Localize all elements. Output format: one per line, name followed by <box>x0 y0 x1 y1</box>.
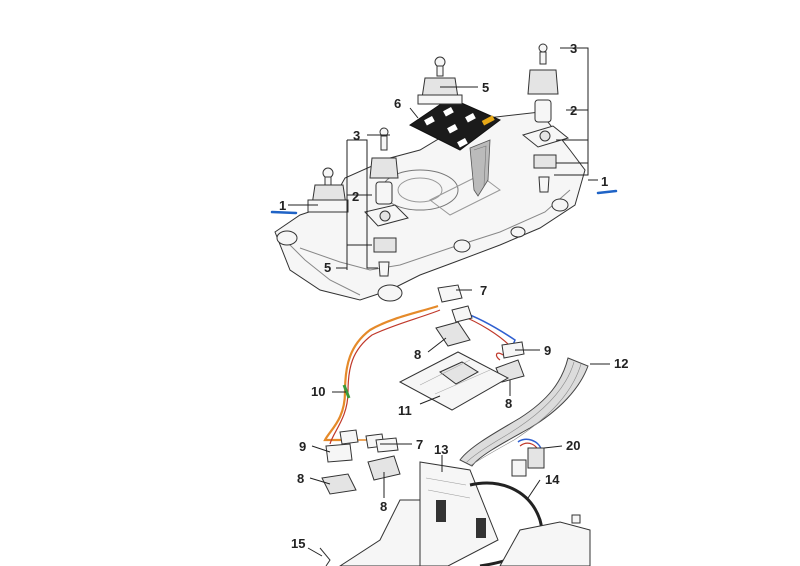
callout-2-left: 2 <box>352 189 359 204</box>
callout-1-left: 1 <box>279 198 286 213</box>
top-callout-leaders <box>288 47 598 270</box>
callout-11: 11 <box>398 403 412 418</box>
bracket-plate <box>398 351 510 411</box>
callout-14: 14 <box>545 472 560 487</box>
highlight-mark-left <box>270 210 298 215</box>
callout-8-d: 8 <box>380 499 387 514</box>
callout-15: 15 <box>291 536 305 551</box>
callout-1-right: 1 <box>601 174 608 189</box>
callout-9-right: 9 <box>544 343 551 358</box>
connector-20 <box>511 438 545 477</box>
callout-5-left: 5 <box>324 260 331 275</box>
callout-7-top: 7 <box>480 283 487 298</box>
lower-callout-leaders <box>307 289 610 557</box>
callout-8-a: 8 <box>414 347 421 362</box>
circuit-board <box>419 461 499 566</box>
callout-labels: 1 1 2 2 3 3 5 5 6 7 7 8 8 8 8 9 9 10 11 … <box>279 41 628 551</box>
highlight-mark-right <box>596 189 618 195</box>
callout-8-b: 8 <box>505 396 512 411</box>
callout-2-right: 2 <box>570 103 577 118</box>
callout-8-c: 8 <box>297 471 304 486</box>
callout-3-right: 3 <box>570 41 577 56</box>
callout-20: 20 <box>566 438 580 453</box>
left-knob-assembly <box>307 167 349 213</box>
callout-13: 13 <box>434 442 448 457</box>
keypad-overlay <box>409 97 501 197</box>
callout-7-bottom: 7 <box>416 437 423 452</box>
lower-housing <box>319 499 591 566</box>
right-part-stack <box>521 43 570 193</box>
callout-3-left: 3 <box>353 128 360 143</box>
callout-5-top: 5 <box>482 80 489 95</box>
left-part-stack <box>364 127 409 277</box>
callout-12: 12 <box>614 356 628 371</box>
callout-9-left: 9 <box>299 439 306 454</box>
sensor-parts <box>321 284 525 495</box>
top-body-chassis <box>274 111 586 302</box>
callout-10: 10 <box>311 384 325 399</box>
top-knob <box>417 56 463 105</box>
callout-6: 6 <box>394 96 401 111</box>
ribbon-cable <box>459 357 589 467</box>
